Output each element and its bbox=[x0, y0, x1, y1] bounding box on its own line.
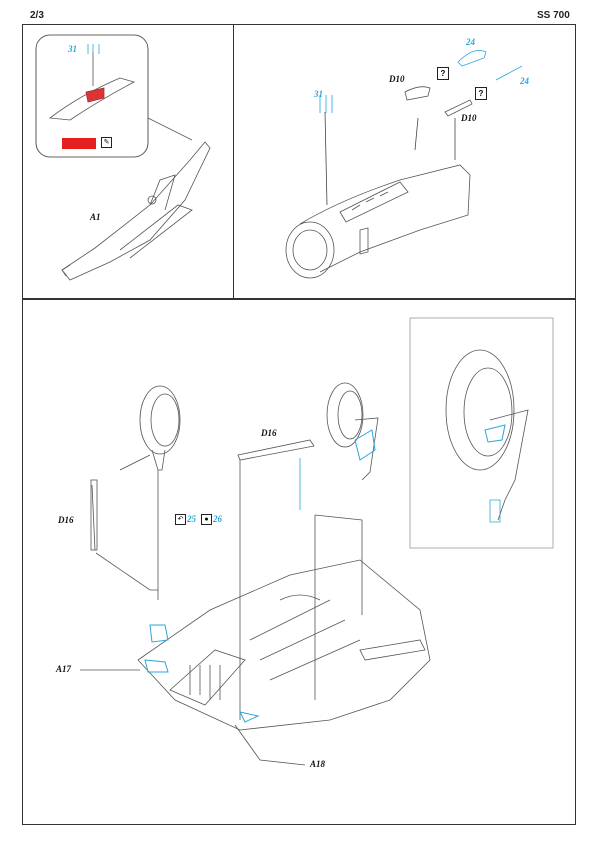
bottom-frame bbox=[22, 298, 576, 825]
top-frame bbox=[22, 24, 576, 300]
left-wheel bbox=[139, 385, 181, 455]
set-code: SS 700 bbox=[537, 10, 570, 21]
top-divider bbox=[233, 24, 234, 298]
part-label-a17: A17 bbox=[56, 664, 72, 674]
part-label-d16-center: D16 bbox=[261, 428, 277, 438]
fuselage-side bbox=[61, 141, 211, 281]
page-number: 2/3 bbox=[30, 10, 44, 21]
inset-fuselage bbox=[48, 77, 136, 121]
optional-part-icon: ? bbox=[475, 87, 487, 100]
strut-d16 bbox=[237, 439, 315, 461]
part-label-d10-top: D10 bbox=[389, 74, 405, 84]
part-label-24-top: 24 bbox=[466, 37, 475, 47]
part-label-24-right: 24 bbox=[520, 76, 529, 86]
part-label-a18: A18 bbox=[310, 759, 326, 769]
right-wheel bbox=[326, 382, 364, 448]
part-label-d10-lower: D10 bbox=[461, 113, 477, 123]
paint-icon: ● bbox=[201, 514, 212, 525]
optional-part-icon: ? bbox=[437, 67, 449, 80]
red-paint-swatch bbox=[62, 138, 96, 149]
detail-inset bbox=[35, 34, 149, 158]
bend-icon: ↶ bbox=[175, 514, 186, 525]
part-label-25: 25 bbox=[187, 514, 196, 524]
paint-brush-icon: ✎ bbox=[101, 137, 112, 148]
fuselage-underside bbox=[137, 559, 431, 731]
part-label-26: 26 bbox=[213, 514, 222, 524]
part-label-31: 31 bbox=[314, 89, 323, 99]
part-label-31-inset: 31 bbox=[68, 44, 77, 54]
part-label-a1: A1 bbox=[90, 212, 101, 222]
part-label-d16-left: D16 bbox=[58, 515, 74, 525]
intake-ring bbox=[285, 221, 335, 279]
